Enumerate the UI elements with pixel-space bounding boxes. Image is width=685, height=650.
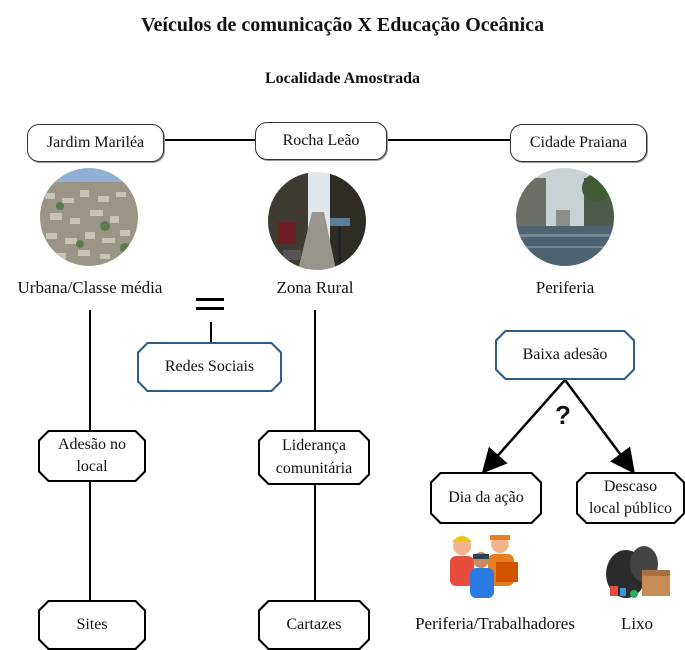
trash-bags-icon bbox=[604, 540, 674, 600]
locality-cidade-praiana: Cidade Praiana bbox=[510, 124, 647, 162]
classification-periferia: Periferia bbox=[535, 278, 595, 297]
box-baixa-adesao: Baixa adesão bbox=[495, 330, 635, 380]
locality-jardim-marilea: Jardim Mariléa bbox=[27, 124, 164, 162]
redes-sociais-label: Redes Sociais bbox=[139, 344, 280, 390]
caption-periferia-trabalhadores: Periferia/Trabalhadores bbox=[415, 614, 575, 633]
aerial-city-photo bbox=[40, 168, 138, 266]
flooded-street-photo bbox=[516, 168, 614, 266]
classification-urbana: Urbana/Classe média bbox=[17, 278, 163, 297]
box-adesao-no-local: Adesão no local bbox=[38, 430, 146, 482]
lideranca-line1: Liderança bbox=[282, 437, 346, 455]
box-redes-sociais: Redes Sociais bbox=[137, 342, 282, 392]
lideranca-line2: comunitária bbox=[275, 459, 353, 477]
question-mark: ? bbox=[555, 400, 571, 430]
rural-street-photo bbox=[268, 172, 366, 270]
classification-zona-rural: Zona Rural bbox=[276, 278, 354, 297]
box-sites: Sites bbox=[38, 600, 146, 650]
descaso-line2: local público bbox=[588, 500, 673, 517]
diagram-title: Veículos de comunicação X Educação Oceân… bbox=[140, 14, 545, 36]
baixa-adesao-label: Baixa adesão bbox=[497, 332, 633, 378]
box-cartazes: Cartazes bbox=[258, 600, 370, 650]
locality-rocha-leao: Rocha Leão bbox=[255, 122, 387, 160]
sites-label: Sites bbox=[40, 602, 144, 648]
adesao-line2: local bbox=[76, 458, 108, 475]
adesao-line1: Adesão no bbox=[58, 435, 126, 453]
box-dia-da-acao: Dia da ação bbox=[430, 472, 542, 524]
dia-da-acao-label: Dia da ação bbox=[432, 474, 540, 522]
descaso-line1: Descaso bbox=[603, 477, 658, 495]
equals-symbol bbox=[196, 298, 224, 316]
box-descaso-local-publico: Descaso local público bbox=[576, 472, 685, 524]
cartazes-label: Cartazes bbox=[260, 602, 368, 648]
diagram-subtitle: Localidade Amostrada bbox=[264, 70, 421, 87]
box-lideranca-comunitaria: Liderança comunitária bbox=[258, 430, 370, 485]
caption-lixo: Lixo bbox=[620, 614, 654, 633]
workers-icon bbox=[440, 532, 530, 604]
